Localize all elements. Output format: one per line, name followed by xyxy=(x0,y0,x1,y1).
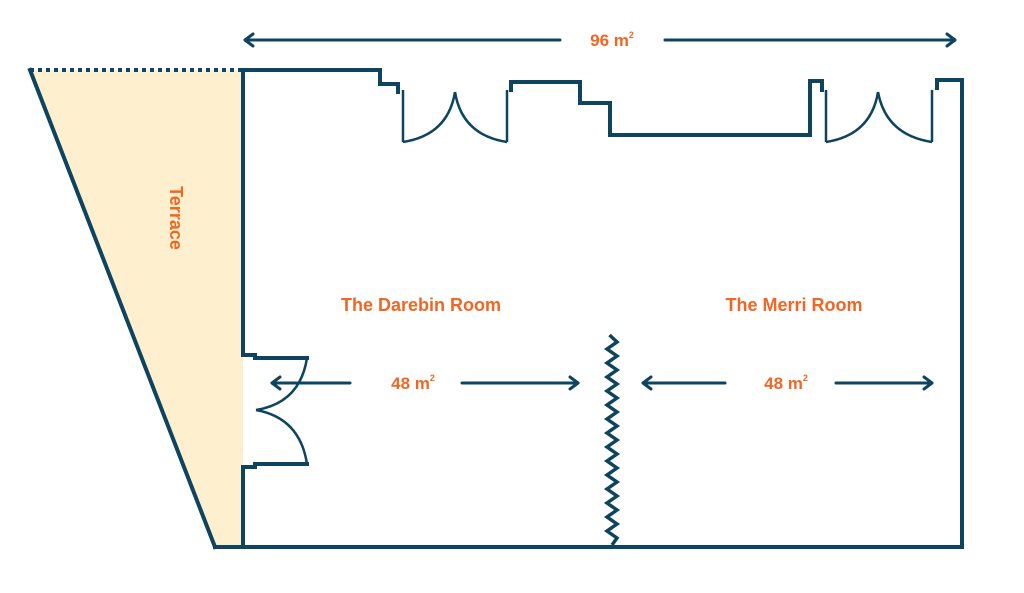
terrace-edge xyxy=(27,67,218,550)
terrace-label: Terrace xyxy=(166,186,186,250)
darebin-area-label: 48 m2 xyxy=(391,373,435,393)
total-area-label: 96 m2 xyxy=(590,30,634,50)
outer-wall xyxy=(241,68,400,357)
terrace-area xyxy=(30,70,243,547)
room-label-darebin: The Darebin Room xyxy=(341,295,501,315)
double-door-west xyxy=(241,353,309,469)
operable-partition xyxy=(603,333,621,547)
double-door-north-1 xyxy=(401,90,509,144)
total-dimension-arrow xyxy=(243,32,957,48)
double-door-north-2 xyxy=(824,90,934,144)
outer-wall-bottom-right xyxy=(241,78,964,549)
room-label-merri: The Merri Room xyxy=(725,295,862,315)
merri-area-label: 48 m2 xyxy=(764,373,808,393)
top-wall-middle xyxy=(509,79,824,137)
darebin-dimension-arrow xyxy=(270,375,580,391)
merri-dimension-arrow xyxy=(641,375,934,391)
